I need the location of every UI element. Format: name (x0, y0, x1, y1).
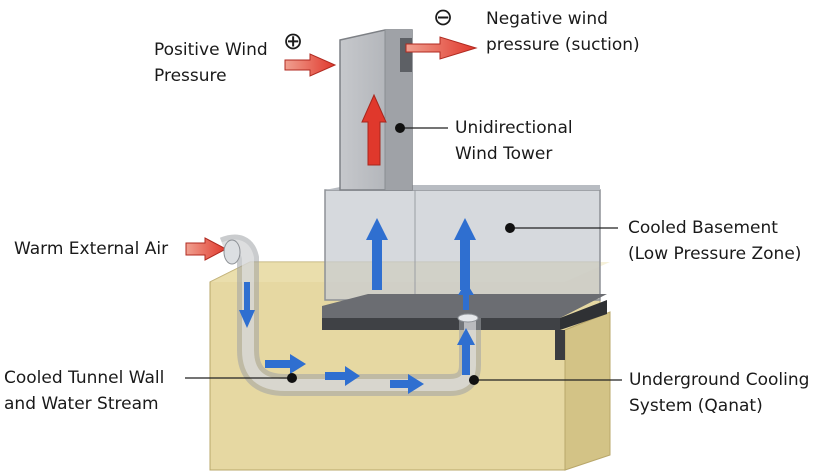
negative-wind-label: Negative wind pressure (suction) (486, 6, 640, 58)
basement-line1: Cooled Basement (628, 218, 778, 238)
basement-line2: (Low Pressure Zone) (628, 244, 802, 264)
warm-air-label: Warm External Air (14, 239, 169, 259)
qanat-label: Underground Cooling System (Qanat) (629, 367, 809, 419)
qanat-line2: System (Qanat) (629, 396, 763, 416)
tunnel-wall-line1: Cooled Tunnel Wall (4, 368, 165, 388)
wind-tower-line1: Unidirectional (455, 118, 573, 138)
tunnel-wall-line2: and Water Stream (4, 394, 159, 414)
positive-wind-arrow (284, 53, 337, 77)
wind-tower-line2: Wind Tower (455, 144, 553, 164)
positive-wind-label: Positive Wind Pressure (154, 37, 268, 89)
warm-air-arrow (185, 237, 228, 261)
qanat-line1: Underground Cooling (629, 370, 810, 390)
blue-flow-arrows (239, 218, 476, 394)
basement-label: Cooled Basement (Low Pressure Zone) (628, 215, 801, 267)
positive-wind-line2: Pressure (154, 66, 227, 86)
wind-tower-label: Unidirectional Wind Tower (455, 115, 573, 167)
negative-wind-line1: Negative wind (486, 9, 608, 29)
negative-wind-line2: pressure (suction) (486, 35, 640, 55)
positive-symbol-icon: ⊕ (283, 27, 304, 55)
negative-symbol-icon: ⊖ (433, 3, 454, 31)
negative-wind-arrow (405, 36, 478, 60)
tower-updraft-arrow (361, 93, 387, 166)
positive-wind-line1: Positive Wind (154, 40, 268, 60)
tunnel-wall-label: Cooled Tunnel Wall and Water Stream (4, 365, 164, 417)
leader-lines (185, 123, 622, 385)
